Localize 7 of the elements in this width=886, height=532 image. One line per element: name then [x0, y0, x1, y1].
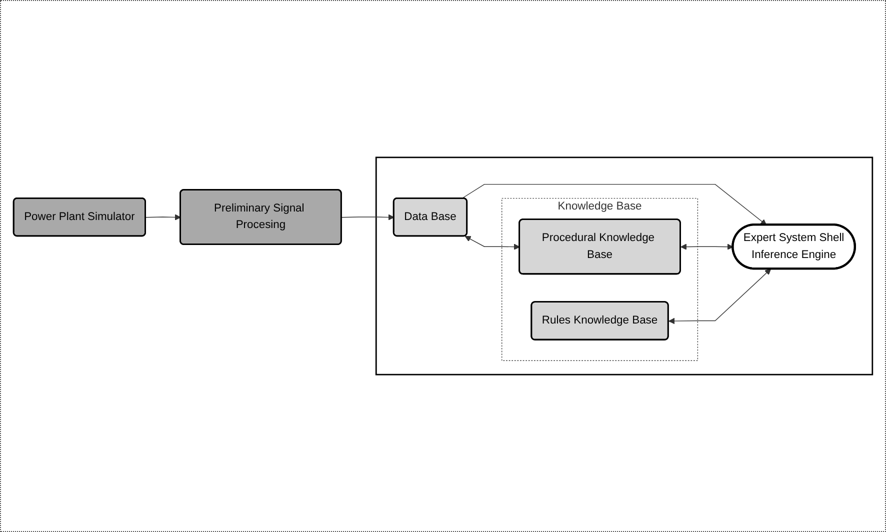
arrow — [680, 244, 734, 250]
arrow — [464, 236, 520, 250]
cluster — [375, 156, 874, 376]
arrow — [461, 184, 767, 226]
arrow — [145, 214, 181, 220]
arrow — [668, 268, 772, 324]
arrow — [341, 214, 394, 220]
